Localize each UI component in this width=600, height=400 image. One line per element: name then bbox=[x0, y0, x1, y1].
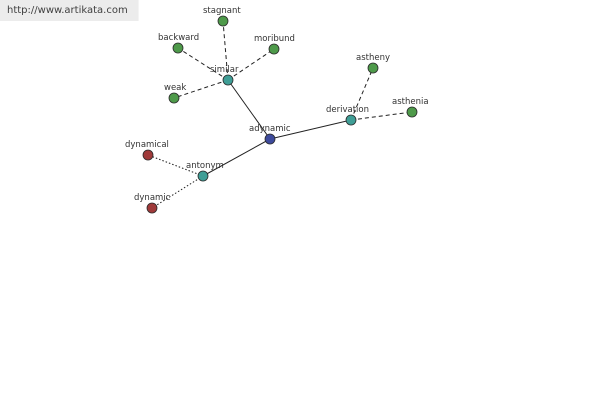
word-node-dynamical[interactable] bbox=[142, 149, 154, 161]
edge-similar-weak bbox=[173, 79, 229, 99]
word-node-dynamic[interactable] bbox=[146, 202, 158, 214]
edge-derivation-astheny bbox=[350, 67, 374, 121]
relation-label-derivation[interactable]: derivation bbox=[326, 105, 369, 115]
word-label-dynamic[interactable]: dynamic bbox=[134, 193, 171, 203]
relation-label-antonym[interactable]: antonym bbox=[186, 161, 224, 171]
relation-label-similar[interactable]: similar bbox=[210, 65, 239, 75]
relation-node-antonym[interactable] bbox=[197, 170, 209, 182]
graph-labels: adynamic similar derivation antonym stagnant… bbox=[125, 6, 429, 203]
word-node-backward[interactable] bbox=[172, 42, 184, 54]
site-url-link[interactable]: http://www.artikata.com bbox=[7, 5, 128, 16]
edge-center-derivation bbox=[269, 119, 352, 140]
edge-antonym-dynamical bbox=[147, 154, 204, 177]
relation-node-similar[interactable] bbox=[222, 74, 234, 86]
graph-nodes bbox=[142, 15, 418, 214]
edge-antonym-dynamic bbox=[151, 175, 204, 209]
word-label-asthenia[interactable]: asthenia bbox=[392, 97, 429, 107]
edge-similar-moribund bbox=[227, 48, 275, 81]
word-node-stagnant[interactable] bbox=[217, 15, 229, 27]
word-label-backward[interactable]: backward bbox=[158, 33, 199, 43]
word-label-moribund[interactable]: moribund bbox=[254, 34, 295, 44]
edge-similar-stagnant bbox=[222, 20, 229, 81]
word-label-weak[interactable]: weak bbox=[164, 83, 186, 93]
edge-center-antonym bbox=[202, 138, 271, 177]
word-node-asthenia[interactable] bbox=[406, 106, 418, 118]
edge-center-similar bbox=[227, 79, 271, 140]
word-node-astheny[interactable] bbox=[367, 62, 379, 74]
word-label-dynamical[interactable]: dynamical bbox=[125, 140, 169, 150]
url-banner: http://www.artikata.com bbox=[0, 0, 139, 21]
edge-similar-backward bbox=[177, 47, 229, 81]
word-node-weak[interactable] bbox=[168, 92, 180, 104]
center-node-center[interactable] bbox=[264, 133, 276, 145]
word-node-moribund[interactable] bbox=[268, 43, 280, 55]
center-label-center[interactable]: adynamic bbox=[249, 124, 291, 134]
graph-edges bbox=[147, 20, 413, 209]
relation-node-derivation[interactable] bbox=[345, 114, 357, 126]
word-label-stagnant[interactable]: stagnant bbox=[203, 6, 241, 16]
edge-derivation-asthenia bbox=[350, 111, 413, 121]
word-label-astheny[interactable]: astheny bbox=[356, 53, 390, 63]
